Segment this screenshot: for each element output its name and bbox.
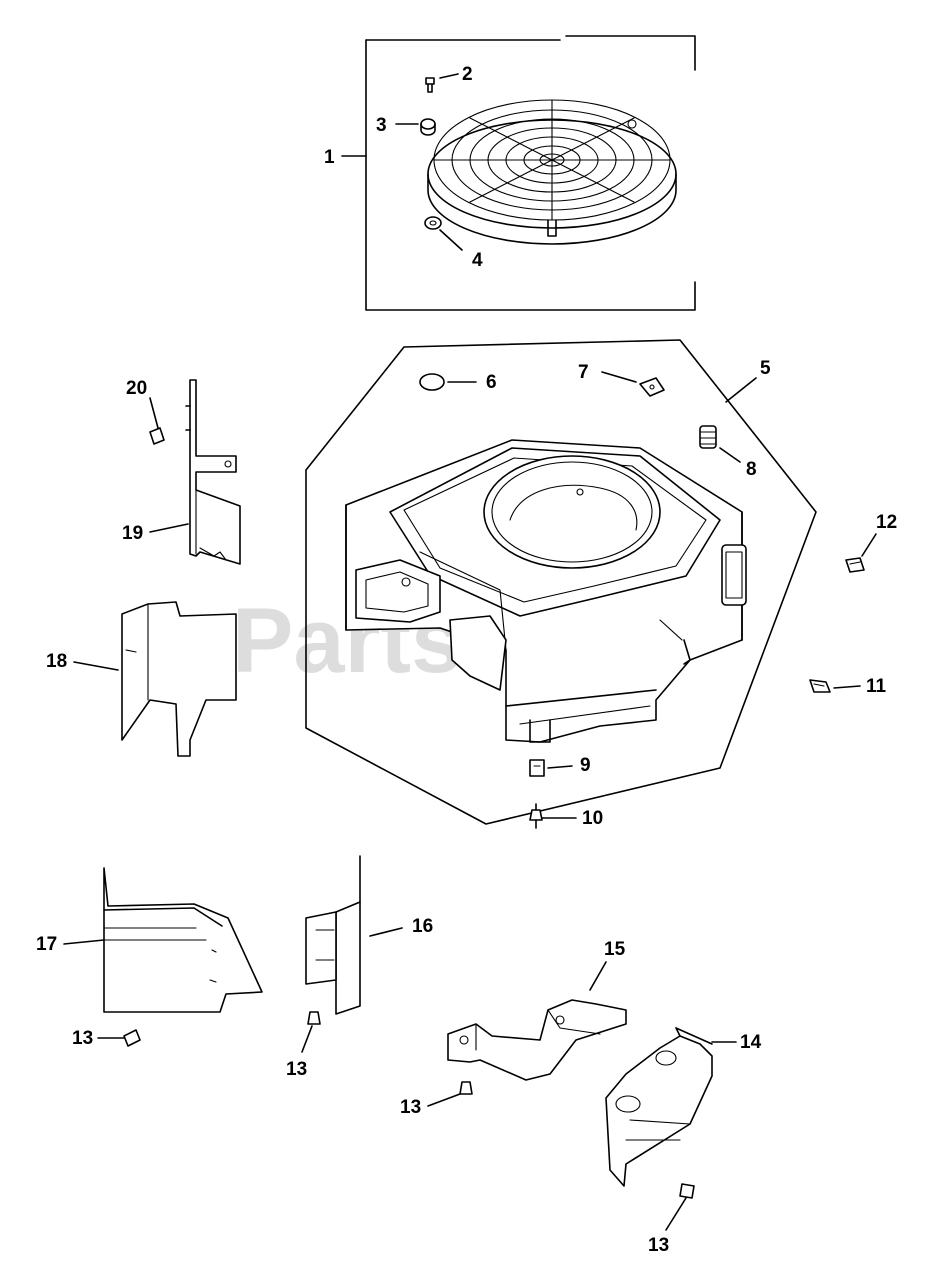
screw-part-13-b — [307, 1011, 321, 1025]
bolt-part-10 — [529, 803, 543, 829]
screw-part-20 — [149, 427, 165, 445]
callout-10: 10 — [582, 808, 603, 829]
bracket-part-15 — [447, 999, 627, 1081]
bracket-part-9 — [529, 759, 545, 777]
callout-12: 12 — [876, 512, 897, 533]
baffle-part-18 — [121, 601, 237, 757]
screw-part-13-d — [679, 1183, 695, 1199]
callout-13-a: 13 — [72, 1028, 93, 1049]
callout-9: 9 — [580, 755, 591, 776]
screw-part-13-a — [123, 1029, 141, 1047]
callout-16: 16 — [412, 916, 433, 937]
callout-labels: 1 2 3 4 5 6 7 8 9 10 11 12 13 13 13 13 1… — [36, 64, 897, 1256]
plug-part-6 — [419, 373, 445, 391]
clip-part-7 — [639, 377, 665, 397]
screw-part-11 — [809, 679, 831, 693]
callout-1: 1 — [324, 147, 335, 168]
shield-part-14 — [605, 1027, 713, 1187]
callout-2: 2 — [462, 64, 473, 85]
callout-14: 14 — [740, 1032, 762, 1053]
callout-5: 5 — [760, 358, 771, 379]
leader-lines — [63, 73, 877, 1231]
screw-part-2 — [425, 77, 435, 93]
callout-4: 4 — [472, 250, 483, 271]
spacer-part-3 — [420, 118, 436, 136]
fan-grille-part — [427, 99, 677, 245]
callout-19: 19 — [122, 523, 143, 544]
callout-6: 6 — [486, 372, 497, 393]
callout-7: 7 — [578, 362, 589, 383]
screw-part-13-c — [459, 1081, 473, 1095]
grommet-part-8 — [699, 425, 717, 449]
callout-13-c: 13 — [400, 1097, 421, 1118]
callout-13-b: 13 — [286, 1059, 307, 1080]
grille-assembly-box — [365, 35, 696, 311]
callout-8: 8 — [746, 459, 757, 480]
blower-housing-boundary — [305, 339, 817, 825]
callout-17: 17 — [36, 934, 57, 955]
callout-18: 18 — [46, 651, 67, 672]
callout-3: 3 — [376, 115, 387, 136]
callout-11: 11 — [866, 676, 887, 697]
baffle-part-19 — [185, 379, 241, 565]
callout-20: 20 — [126, 378, 147, 399]
callout-13-d: 13 — [648, 1235, 669, 1256]
shroud-part-17 — [103, 867, 263, 1013]
washer-part-4 — [424, 216, 442, 230]
plate-part-16 — [305, 855, 361, 1015]
callout-15: 15 — [604, 939, 626, 960]
screw-part-12 — [845, 557, 865, 573]
blower-housing-part — [345, 439, 747, 743]
